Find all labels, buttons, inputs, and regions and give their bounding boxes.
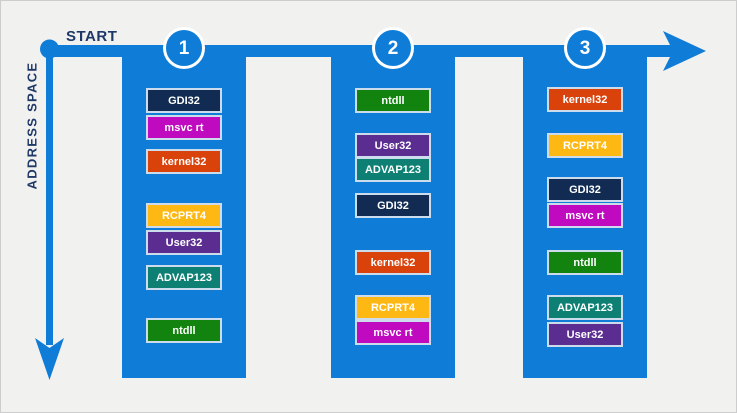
step-number-badge: 3 [564, 27, 606, 69]
dll-block-user32: User32 [547, 322, 623, 347]
dll-block-rcprt4: RCPRT4 [547, 133, 623, 158]
dll-block-ntdll: ntdll [146, 318, 222, 343]
dll-block-kernel32: kernel32 [355, 250, 431, 275]
dll-block-msvc-rt: msvc rt [146, 115, 222, 140]
step-number: 3 [579, 37, 591, 59]
arrow-right-icon [663, 31, 706, 71]
dll-block-advap123: ADVAP123 [547, 295, 623, 320]
dll-block-gdi32: GDI32 [547, 177, 623, 202]
dll-block-kernel32: kernel32 [146, 149, 222, 174]
dll-block-ntdll: ntdll [547, 250, 623, 275]
dll-block-kernel32: kernel32 [547, 87, 623, 112]
dll-block-gdi32: GDI32 [355, 193, 431, 218]
dll-block-user32: User32 [146, 230, 222, 255]
dll-block-advap123: ADVAP123 [355, 157, 431, 182]
step-number-badge: 1 [163, 27, 205, 69]
dll-block-advap123: ADVAP123 [146, 265, 222, 290]
address-space-axis-line [46, 49, 53, 345]
step-number: 1 [178, 37, 190, 59]
dll-block-msvc-rt: msvc rt [547, 203, 623, 228]
dll-block-ntdll: ntdll [355, 88, 431, 113]
dll-block-user32: User32 [355, 133, 431, 158]
step-number-badge: 2 [372, 27, 414, 69]
start-dot-icon [40, 39, 59, 59]
arrow-down-icon [35, 338, 64, 380]
timeline-band [49, 45, 673, 57]
dll-block-rcprt4: RCPRT4 [146, 203, 222, 228]
start-label: START [66, 28, 118, 45]
dll-block-rcprt4: RCPRT4 [355, 295, 431, 320]
dll-block-msvc-rt: msvc rt [355, 320, 431, 345]
dll-block-gdi32: GDI32 [146, 88, 222, 113]
step-number: 2 [387, 37, 399, 59]
